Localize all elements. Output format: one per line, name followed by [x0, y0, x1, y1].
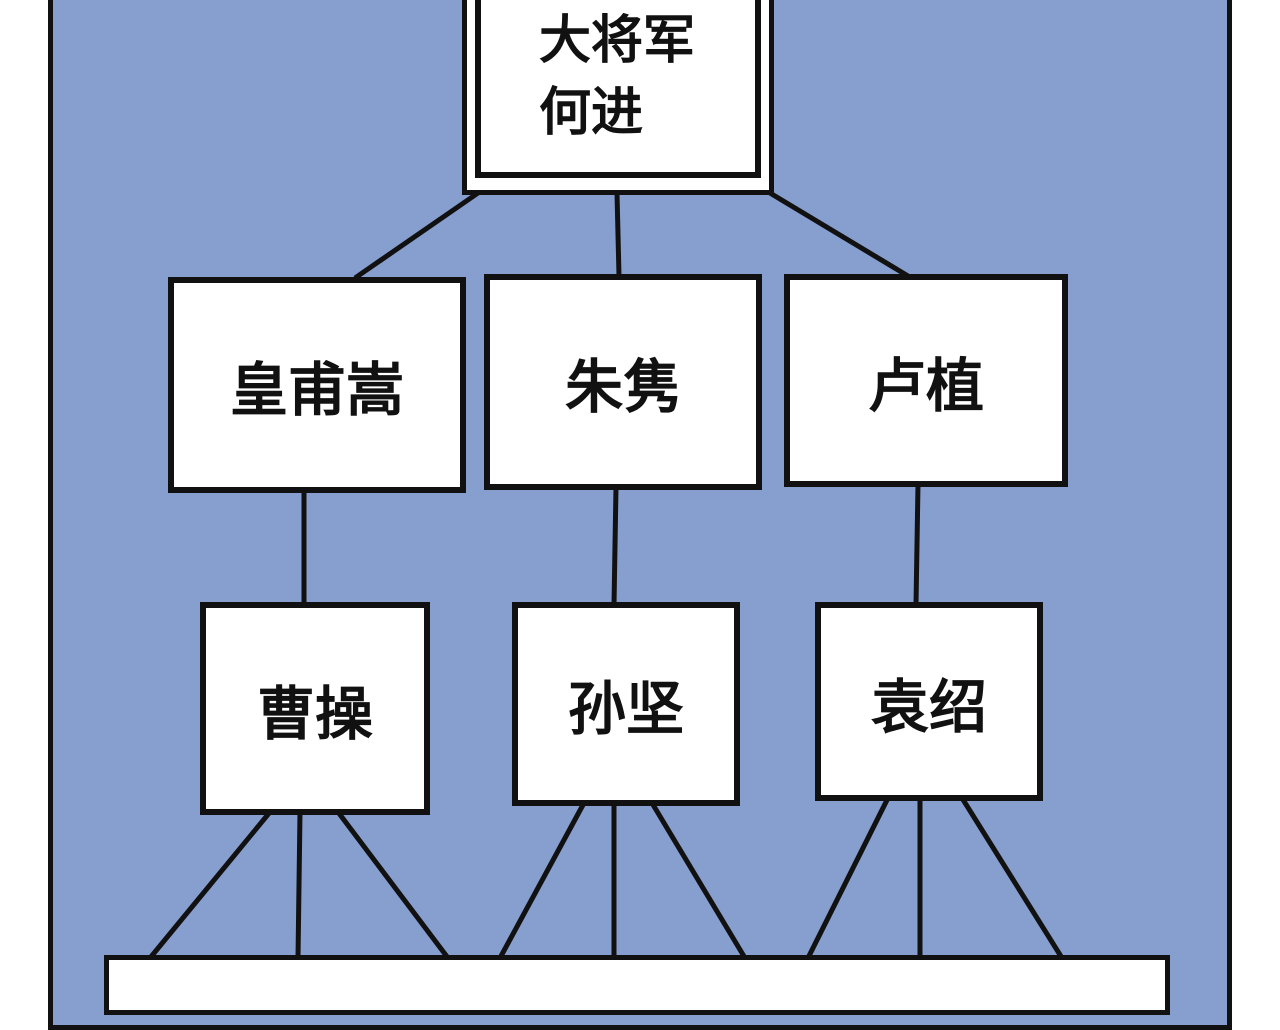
subordinate-name: 曹操 [256, 679, 373, 748]
general-name: 卢植 [867, 351, 984, 420]
general-name: 朱隽 [564, 353, 681, 421]
bottom-box [104, 955, 1170, 1015]
link-root-huangfusong [353, 190, 480, 281]
subordinate-node-sunjian: 孙坚 [512, 602, 740, 806]
subordinate-node-caocao: 曹操 [200, 602, 430, 815]
root-name: 何进 [539, 83, 644, 143]
general-node-zhujun: 朱隽 [484, 274, 762, 490]
root-node-inner: 大将军 何进 [475, 0, 761, 178]
link-zhujun-sunjian [611, 486, 619, 606]
subordinate-name: 袁绍 [870, 672, 987, 741]
link-caocao-bottom-2 [295, 811, 303, 959]
general-node-luzhi: 卢植 [784, 274, 1068, 487]
link-yuanshao-bottom-1 [805, 796, 891, 960]
subordinate-name: 孙坚 [567, 675, 684, 743]
link-yuanshao-bottom-3 [959, 796, 1065, 960]
general-name: 皇甫嵩 [229, 356, 404, 424]
link-caocao-bottom-3 [336, 810, 450, 960]
link-luzhi-yuanshao [913, 483, 921, 606]
connector-lines [148, 190, 1065, 960]
subordinate-node-yuanshao: 袁绍 [815, 602, 1043, 801]
link-root-zhujun [614, 192, 622, 277]
root-node-hejin: 大将军 何进 [462, 0, 774, 195]
root-title: 大将军 [539, 11, 696, 71]
link-caocao-bottom-1 [148, 810, 272, 960]
link-sunjian-bottom-1 [497, 801, 587, 960]
link-root-luzhi [768, 190, 910, 279]
link-sunjian-bottom-3 [649, 801, 748, 960]
general-node-huangfusong: 皇甫嵩 [168, 277, 466, 493]
